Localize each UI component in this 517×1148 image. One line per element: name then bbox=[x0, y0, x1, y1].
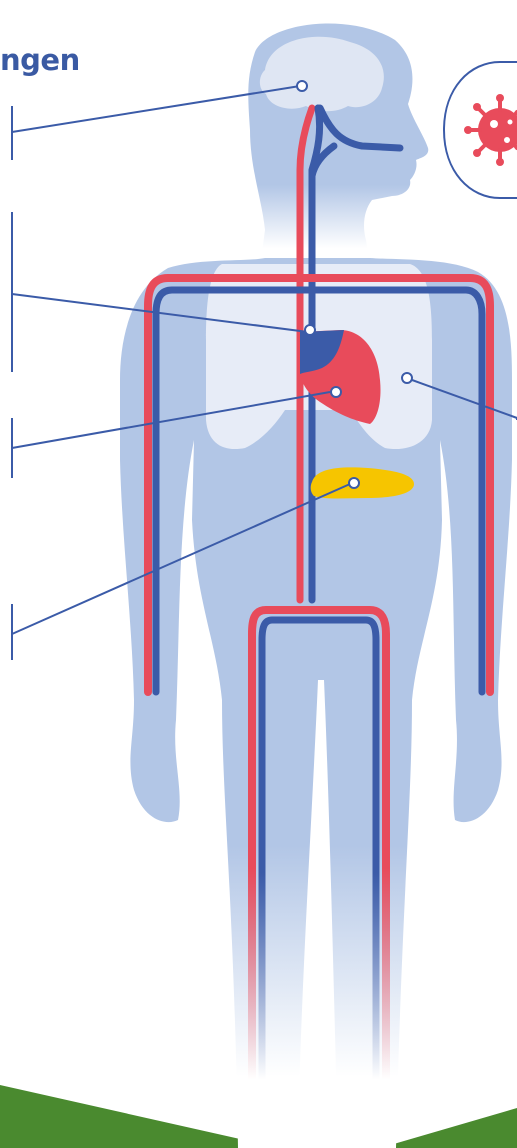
virus-badge bbox=[444, 62, 517, 198]
body-silhouette bbox=[120, 23, 512, 1148]
